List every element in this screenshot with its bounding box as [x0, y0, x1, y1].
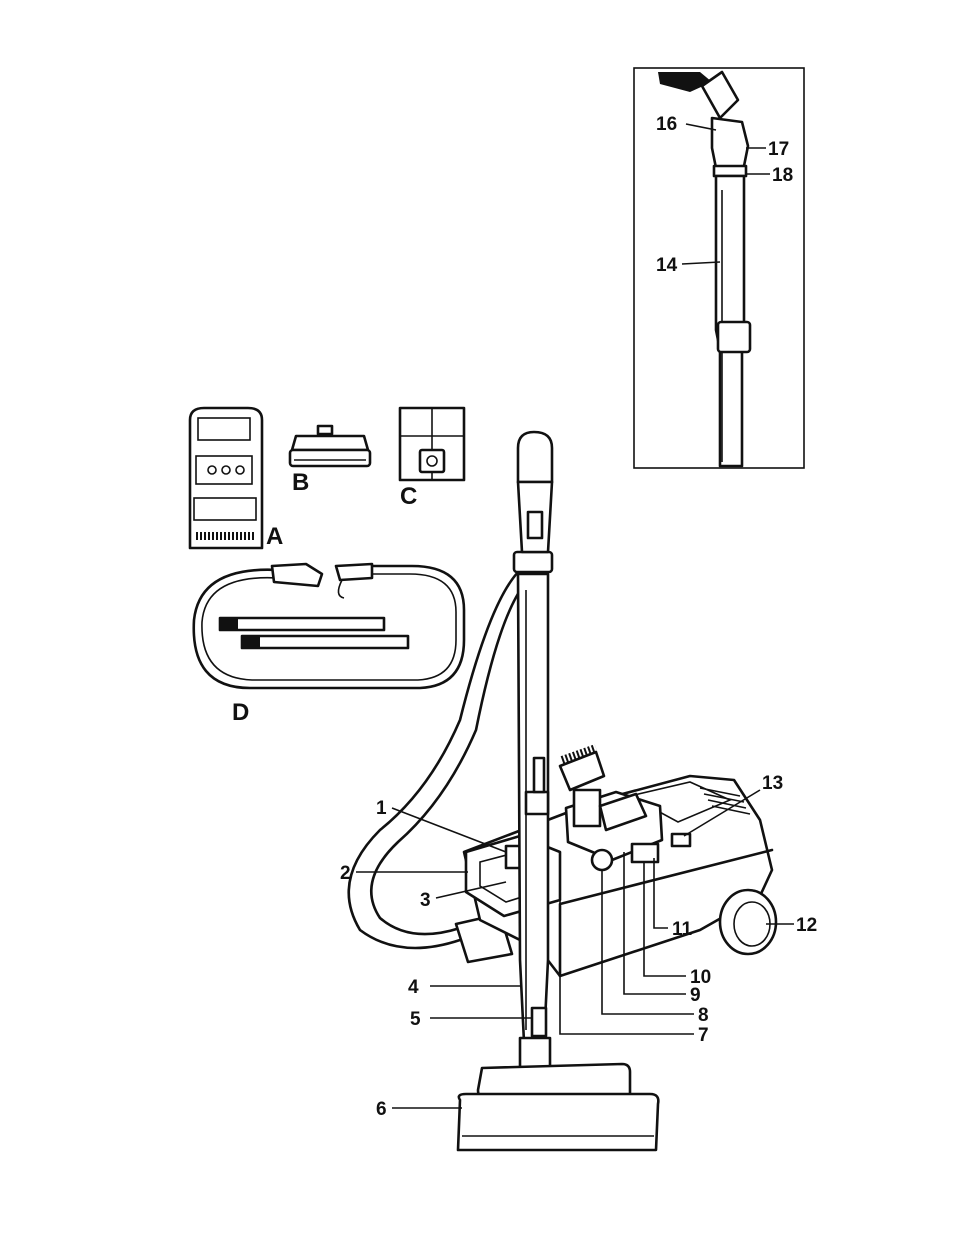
accessory-c-collar [420, 450, 444, 472]
accessory-b-top [292, 436, 368, 450]
label-a: A [266, 523, 283, 550]
accessory-d-handle-right [336, 564, 372, 580]
callout-6: 6 [376, 1099, 387, 1120]
vacuum-main [349, 432, 776, 1150]
vacuum-knob-8 [592, 850, 612, 870]
callout-5: 5 [410, 1009, 421, 1030]
accessory-d-tube-2-end [242, 636, 260, 648]
vacuum-nozzle-connector [520, 1038, 550, 1068]
callout-13: 13 [762, 773, 783, 794]
accessory-d-hose-kit: D [194, 564, 464, 726]
accessory-d-tube-2 [242, 636, 408, 648]
vacuum-nozzle-base [458, 1094, 658, 1150]
vacuum-wand-joint [514, 552, 552, 572]
accessory-a-body [190, 408, 262, 548]
vacuum-handle-cap [518, 432, 552, 482]
accessory-a-unit: A [190, 408, 283, 550]
leader-14 [682, 262, 720, 264]
vacuum-brush-neck [574, 790, 600, 826]
vacuum-wand-clip-tab [534, 758, 544, 792]
vacuum-release-button [672, 834, 690, 846]
inset-wand-detail: 16 17 18 14 [634, 68, 804, 468]
accessory-b-nozzle: B [290, 426, 370, 496]
inset-collar [714, 166, 746, 176]
label-d: D [232, 699, 249, 726]
callout-4: 4 [408, 977, 419, 998]
callout-12: 12 [796, 915, 817, 936]
callout-11: 11 [672, 919, 693, 940]
accessory-d-handle-left [272, 564, 322, 586]
accessory-b-base [290, 450, 370, 466]
vacuum-wand-clip [526, 792, 548, 814]
callout-3: 3 [420, 890, 431, 911]
accessory-d-tube-1-end [220, 618, 238, 630]
inset-wand-sleeve [718, 322, 750, 352]
callout-2: 2 [340, 863, 351, 884]
vacuum-wheel-outer [720, 890, 776, 954]
accessory-d-tube-1 [220, 618, 384, 630]
callout-9: 9 [690, 985, 701, 1006]
callout-17: 17 [768, 139, 789, 160]
callout-7: 7 [698, 1025, 709, 1046]
accessory-c-bag: C [400, 408, 464, 510]
callout-14: 14 [656, 255, 678, 276]
callout-18: 18 [772, 165, 793, 186]
vacuum-handle-switch [528, 512, 542, 538]
callout-1: 1 [376, 798, 387, 819]
vacuum-wand-lower-clip [532, 1008, 546, 1036]
accessory-d-hook [338, 580, 344, 598]
callout-8: 8 [698, 1005, 709, 1026]
callout-10: 10 [690, 967, 711, 988]
inset-handle-grip [712, 118, 748, 168]
label-b: B [292, 469, 309, 496]
accessory-b-knob [318, 426, 332, 434]
label-c: C [400, 483, 417, 510]
callout-16: 16 [656, 114, 677, 135]
